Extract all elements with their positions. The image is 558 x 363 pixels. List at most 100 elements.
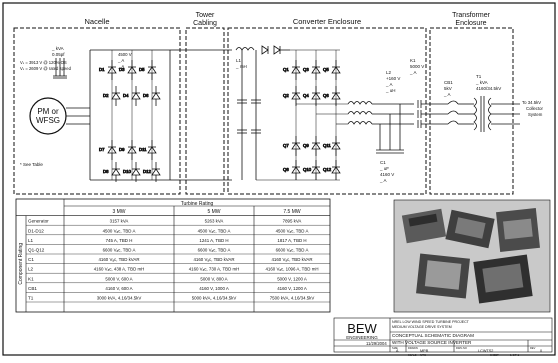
generator-label-2: WFSG — [36, 116, 60, 125]
project-line-2: MEDIUM VOLTAGE DRIVE SYSTEM — [392, 325, 452, 329]
rect-diode-bot2: D8 — [103, 162, 121, 182]
conv-switch-bot-label: Q7 — [283, 143, 289, 148]
c1-voltage: 4160 V — [380, 172, 394, 177]
table-cell: 4160 V, 1000 A — [199, 286, 229, 291]
c1-capacitance: _ uF — [379, 166, 389, 171]
k1-voltage: 5000 V — [410, 64, 424, 69]
table-cell: 4160 V, 1200 A — [277, 286, 307, 291]
size-label: SIZE — [392, 346, 398, 350]
table-cell: 4160 Vₐc, 730 A, TBD mH — [189, 267, 240, 272]
conv-switch-mid: Q2 — [283, 86, 301, 106]
table-row-name: L2 — [28, 267, 34, 272]
size-value: A — [396, 349, 399, 353]
rect-diode-bot2-label: D10 — [123, 169, 131, 174]
table-row-name: Generator — [28, 219, 49, 224]
rect-diode-bot: D11 — [139, 140, 157, 160]
conv-switch-bot2-label: Q10 — [303, 167, 312, 172]
rect-diode-bot2-label: D12 — [143, 169, 151, 174]
table-cell: 5000 V, 600 A — [105, 276, 132, 281]
rect-diode-mid-label: D2 — [103, 93, 109, 98]
enclosure-boxes — [13, 27, 514, 195]
transformer-box — [429, 27, 514, 195]
drawing-title-1: CONCEPTUAL SCHEMATIC DIAGRAM — [392, 333, 474, 338]
table-cell: 4160 Vₐc, 438 A, TBD mH — [94, 267, 145, 272]
l2-name: L2 — [386, 70, 392, 75]
dc-bus-capacitors — [237, 49, 290, 180]
output-label-3: System — [528, 112, 543, 117]
l2-inductors — [347, 101, 410, 154]
table-cell: 5263 kVA — [205, 219, 224, 224]
rect-diode-bot-label: D7 — [99, 147, 105, 152]
gen-wiring — [66, 49, 232, 181]
tower-cabling-box — [185, 27, 225, 195]
table-row-name: L1 — [28, 238, 34, 243]
conv-switch-top: Q1 — [283, 60, 301, 80]
company-logo: BEW — [347, 321, 377, 336]
scale-label: SCALE — [408, 353, 417, 357]
table-side-label: Component Rating — [18, 243, 24, 285]
table-cell: 6600 Vₐc, TBD A — [198, 248, 231, 253]
drawing-date: 11/29/2004 — [366, 341, 387, 346]
conv-switch-mid-label: Q4 — [303, 93, 309, 98]
table-cell: 6600 Vₐc, TBD A — [276, 248, 309, 253]
converter-box — [227, 27, 427, 195]
k1-current: _ A — [409, 70, 417, 75]
gen-voltage-max: Vₗₗ = 3913 V @ 120% OS — [20, 60, 67, 65]
rect-diode-bot2-label: D8 — [103, 169, 109, 174]
project-line-1: NREL LOW WIND SPEED TURBINE PROJECT — [392, 320, 470, 324]
table-cell: 7895 kVA — [283, 219, 302, 224]
conv-switch-bot2: Q10 — [303, 160, 321, 180]
power-module-photo — [393, 199, 551, 313]
rect-diode-top-label: D3 — [119, 67, 125, 72]
table-col-header: 7.5 MW — [283, 209, 301, 215]
rect-diode-bot2: D12 — [143, 162, 161, 182]
nacelle-box — [13, 27, 181, 195]
conv-switch-top-label: Q3 — [303, 67, 309, 72]
l2-voltage: +160 V — [386, 76, 400, 81]
conv-switch-mid-label: Q2 — [283, 93, 289, 98]
rev-value: 0 — [540, 349, 542, 353]
see-table-note: * See Table — [20, 162, 43, 167]
rect-diode-mid-label: D4 — [123, 93, 129, 98]
l2-current: _ A — [385, 82, 393, 87]
table-row-name: C1 — [28, 257, 34, 262]
rect-diode-top-label: D5 — [139, 67, 145, 72]
conv-switch-mid-label: Q6 — [323, 93, 329, 98]
table-cell: 4160 Vₐc, TBD kVAR — [98, 257, 139, 262]
t1-name: T1 — [476, 74, 482, 79]
rect-diode-top: D3 — [119, 60, 137, 80]
conv-switch-top-label: Q5 — [323, 67, 329, 72]
rect-diode-bot: D9 — [119, 140, 137, 160]
cb1-breaker — [447, 100, 474, 125]
company-logo-sub: ENGINEERING — [346, 335, 378, 340]
gen-cap-pf: 0.05pf — [52, 52, 65, 57]
diode-rating-l2: _ A — [117, 58, 124, 63]
t1-kva: _ kVA — [475, 80, 488, 85]
drawing-title-2: WITH VOLTAGE SOURCE INVERTER — [392, 340, 472, 345]
dwg-no-label: DWG NO — [456, 346, 467, 350]
table-col-header: 3 MW — [112, 209, 125, 215]
table-cell: 4500 Vₐc, TBD A — [103, 228, 136, 233]
conv-switch-bot-label: Q9 — [303, 143, 309, 148]
enclosure-title: Enclosure — [455, 20, 486, 27]
conv-switch-mid: Q6 — [323, 86, 341, 106]
table-row-name: D1-D12 — [28, 228, 44, 233]
cabling-title: Cabling — [193, 20, 217, 27]
gen-voltage-rated: Vₗₗ = 2609 V @ rated speed — [20, 66, 72, 71]
table-cell: 4160 Vₐc, 1096 A, TBD mH — [265, 267, 318, 272]
gen-cap-kva: _ kVA — [51, 46, 64, 51]
table-cell: 4160 V, 600 A — [105, 286, 132, 291]
rect-diode-mid: D2 — [103, 86, 121, 106]
rect-diode-bot-label: D9 — [119, 147, 125, 152]
rect-diode-top-label: D1 — [99, 67, 105, 72]
transformer-title: Transformer — [452, 12, 491, 19]
rect-diode-mid-label: D6 — [143, 93, 149, 98]
conv-switch-bot-label: Q11 — [323, 143, 331, 148]
rect-diode-top: D1 — [99, 60, 117, 80]
table-cell: 1817 A, TBD H — [277, 238, 306, 243]
output-label-2: Collector — [526, 106, 544, 111]
table-cell: 4160 Vₐc, TBD kVAR — [193, 257, 234, 262]
